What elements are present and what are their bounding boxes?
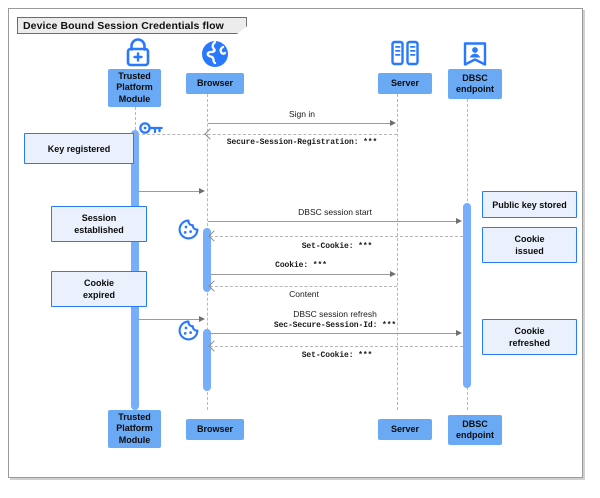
- activation-bar-tpm: [131, 130, 139, 410]
- message-label-sec-secure-session-id: Sec-Secure-Session-Id: ***: [273, 321, 397, 330]
- message-label-secure-session-registration: Secure-Session-Registration: ***: [226, 138, 378, 147]
- lifeline-server: [397, 94, 398, 410]
- participant-tpm-top[interactable]: Trusted Platform Module: [108, 69, 161, 107]
- message-line-secure-session-registration: [127, 134, 397, 135]
- message-line-sign-in: [208, 123, 390, 124]
- participant-browser-bottom[interactable]: Browser: [186, 419, 244, 440]
- message-label-dbsc-session-start: DBSC session start: [298, 207, 372, 217]
- message-arrow-sign-in: [390, 119, 396, 126]
- activation-bar-browser-1: [203, 228, 211, 292]
- participant-server-top[interactable]: Server: [378, 73, 432, 94]
- message-line-set-cookie-2: [210, 346, 463, 347]
- message-label-dbsc-session-refresh: DBSC session refresh: [293, 309, 377, 319]
- lock-plus-icon: [121, 35, 155, 69]
- diagram-frame: Device Bound Session Credentials flow: [8, 8, 583, 478]
- note-cookie-issued: Cookie issued: [482, 227, 577, 263]
- message-line-tpm-to-browser: [137, 191, 199, 192]
- message-arrow-dbsc-session-start: [456, 217, 462, 224]
- message-line-dbsc-session-start: [208, 221, 456, 222]
- cookie-icon: [178, 320, 199, 341]
- activation-bar-browser-2: [203, 329, 211, 391]
- badge-person-icon: [460, 39, 490, 69]
- note-key-registered: Key registered: [24, 133, 134, 164]
- message-label-sign-in: Sign in: [289, 109, 315, 119]
- message-line-tpm-to-browser-2: [137, 319, 199, 320]
- message-arrow-cookie: [390, 270, 396, 277]
- message-line-cookie: [211, 274, 390, 275]
- participant-dbsc-bottom[interactable]: DBSC endpoint: [448, 415, 502, 445]
- note-cookie-expired: Cookie expired: [51, 271, 147, 307]
- message-arrow-tpm-to-browser: [199, 187, 205, 194]
- participant-dbsc-top[interactable]: DBSC endpoint: [448, 69, 502, 99]
- participant-server-bottom[interactable]: Server: [378, 419, 432, 440]
- participant-browser-top[interactable]: Browser: [186, 73, 244, 94]
- message-line-content: [210, 286, 397, 287]
- message-label-set-cookie-1: Set-Cookie: ***: [301, 242, 373, 251]
- message-line-set-cookie-1: [210, 236, 463, 237]
- message-label-set-cookie-2: Set-Cookie: ***: [301, 351, 373, 360]
- note-session-established: Session established: [51, 206, 147, 242]
- activation-bar-dbsc: [463, 203, 471, 388]
- note-public-key-stored: Public key stored: [482, 191, 577, 218]
- diagram-title: Device Bound Session Credentials flow: [17, 17, 247, 34]
- globe-icon: [200, 39, 230, 69]
- message-label-content: Content: [289, 289, 319, 299]
- message-arrow-dbsc-session-refresh: [456, 329, 462, 336]
- server-rack-icon: [390, 39, 420, 69]
- cookie-icon: [178, 219, 199, 240]
- participant-tpm-bottom[interactable]: Trusted Platform Module: [108, 410, 161, 448]
- message-line-dbsc-session-refresh: [208, 333, 456, 334]
- note-cookie-refreshed: Cookie refreshed: [482, 319, 577, 355]
- message-arrow-tpm-to-browser-2: [199, 315, 205, 322]
- message-label-cookie: Cookie: ***: [275, 261, 327, 270]
- key-icon: [139, 119, 165, 137]
